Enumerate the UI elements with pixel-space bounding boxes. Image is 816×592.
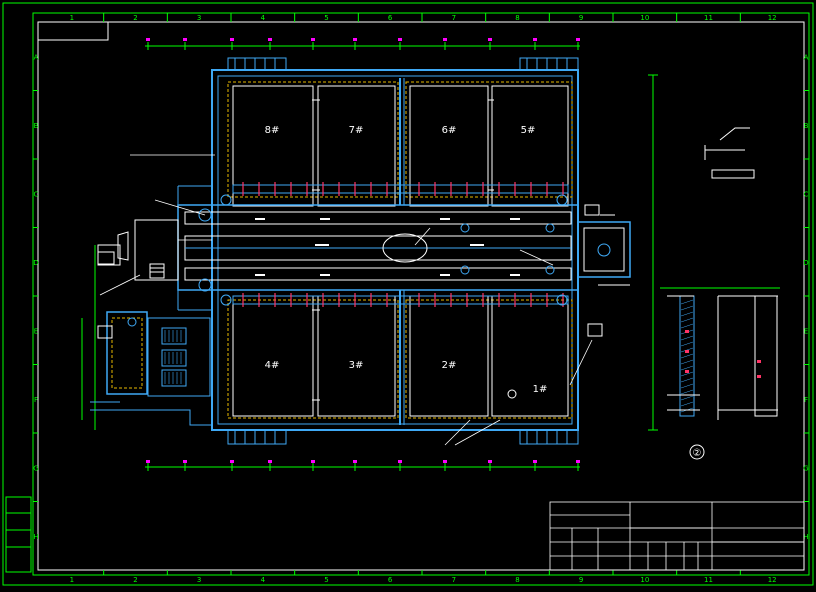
column-ref-label: 2 [133,576,137,584]
tank-label: 5# [521,125,536,136]
column-ref-label: 3 [197,14,201,22]
column-ref-label: 4 [261,14,266,22]
row-reference-left: A B C D E F G H [33,53,39,541]
tank-label: 7# [349,125,364,136]
dimension-marker [268,460,272,463]
row-ref-label: B [804,122,809,130]
bottom-dimension-line [145,460,580,471]
leader-lines [99,154,593,446]
dimension-marker [533,460,537,463]
row-ref-label: E [34,327,38,335]
dimension-marker [533,38,537,41]
tank-label: 2# [442,360,457,371]
column-ref-label: 2 [133,14,137,22]
column-ref-label: 5 [324,576,328,584]
row-reference-right: A B C D E F G H [803,53,809,541]
tank-label: 3# [349,360,364,371]
dimension-marker [443,460,447,463]
tank-label: 8# [265,125,280,136]
section-markers [97,204,603,399]
air-pipe-headers [232,182,569,307]
row-ref-label: C [34,190,39,198]
row-ref-label: A [34,53,39,61]
right-dimension-line [648,74,658,431]
corner-box [37,21,109,41]
column-ref-label: 1 [70,576,74,584]
row-ref-label: B [34,122,39,130]
column-ref-label: 8 [515,14,519,22]
column-ref-label: 8 [515,576,519,584]
title-block [549,501,805,571]
tank-labels: 8# 7# 6# 5# 4# 3# 2# 1# ② [265,125,702,459]
dimension-marker [311,460,315,463]
top-dimension-line [145,38,580,50]
dimension-marker [488,38,492,41]
dimension-marker [488,460,492,463]
column-ref-label: 9 [579,14,583,22]
dimension-marker [398,460,402,463]
dimension-marker [183,460,187,463]
detail-section-top-right [704,127,755,179]
row-ref-label: C [804,190,809,198]
left-stamp [5,496,32,573]
detail-section-bottom-right [660,287,780,460]
aeration-tanks [227,78,573,425]
dimension-marker [230,460,234,463]
dimension-marker [268,38,272,41]
inner-frame [32,12,810,576]
column-ref-label: 12 [768,14,777,22]
column-ref-label: 1 [70,14,74,22]
row-ref-label: F [804,396,808,404]
row-ref-label: G [33,464,38,472]
equipment-room [90,311,212,426]
dimension-marker [230,38,234,41]
dimension-marker [443,38,447,41]
dimension-marker [183,38,187,41]
section-marker-label: ② [693,448,702,459]
left-dimension-line [81,245,96,430]
row-ref-label: H [33,533,38,541]
column-ref-label: 9 [579,576,583,584]
dimension-marker [146,460,150,463]
row-ref-label: D [803,259,808,267]
row-ref-label: G [803,464,808,472]
tank-label: 6# [442,125,457,136]
central-corridor [177,194,579,306]
row-ref-label: E [804,327,808,335]
column-ref-label: 12 [768,576,777,584]
tank-label: 4# [265,360,280,371]
column-ref-label: 11 [704,14,713,22]
dimension-marker [146,38,150,41]
row-ref-label: H [803,533,808,541]
column-ref-label: 11 [704,576,713,584]
row-ref-label: A [804,53,809,61]
row-ref-label: F [34,396,38,404]
column-ref-label: 4 [261,576,266,584]
column-ref-label: 3 [197,576,201,584]
dimension-marker [576,460,580,463]
dimension-marker [576,38,580,41]
dimension-marker [353,460,357,463]
column-ref-label: 5 [324,14,328,22]
column-ref-label: 6 [388,14,393,22]
dimension-marker [311,38,315,41]
column-ref-label: 10 [640,576,649,584]
column-ref-label: 7 [452,14,456,22]
dimension-marker [353,38,357,41]
dimension-marker [398,38,402,41]
column-ref-label: 10 [640,14,649,22]
right-entrance [577,214,631,286]
column-ref-label: 7 [452,576,456,584]
column-ref-label: 6 [388,576,393,584]
row-ref-label: D [33,259,38,267]
tank-label: 1# [533,384,548,395]
